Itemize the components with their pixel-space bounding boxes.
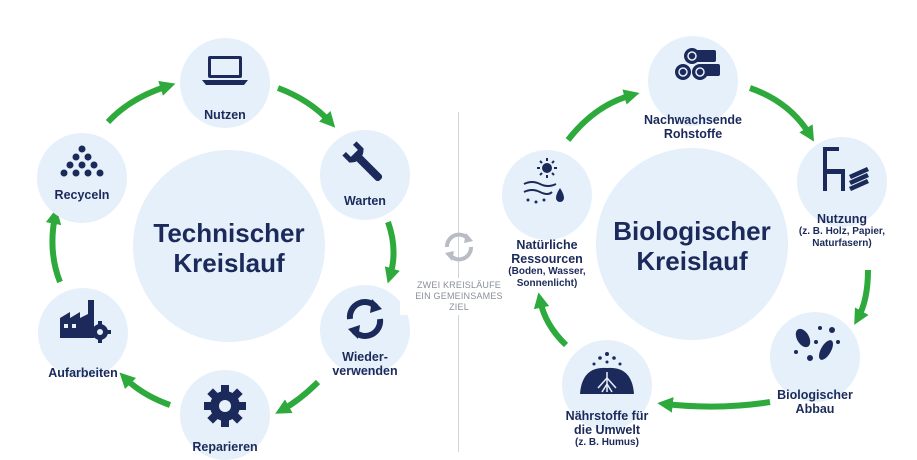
label-nutzen: Nutzen <box>180 108 270 122</box>
label-aufarbeiten-text: Aufarbeiten <box>48 366 118 380</box>
label-abbau: Biologischer Abbau <box>760 388 870 416</box>
sync-icon <box>444 232 474 262</box>
sun-water-icon <box>523 158 564 204</box>
label-naehrstoffe: Nährstoffe für die Umwelt (z. B. Humus) <box>552 409 662 449</box>
center-caption-l2: EIN GEMEINSAMES <box>415 291 503 301</box>
label-rohstoffe-l1: Nachwachsende <box>644 113 742 127</box>
arrow-wiederverwenden-reparieren <box>275 379 321 414</box>
technical-cycle-center <box>133 150 325 342</box>
label-wiederverwenden: Wieder- verwenden <box>320 350 410 378</box>
label-ressourcen-sub-l2: Sonnenlicht) <box>516 278 578 289</box>
arrow-abbau-naehrstoffe <box>657 397 771 413</box>
biological-cycle-center <box>596 148 788 340</box>
chair-books-icon <box>823 147 869 191</box>
arrow-reparieren-aufarbeiten <box>119 372 172 408</box>
node-ressourcen <box>502 150 592 240</box>
technical-title-l1: Technischer <box>153 218 305 248</box>
label-ressourcen-l1: Natürliche <box>516 238 578 252</box>
node-rohstoffe <box>648 36 738 126</box>
microbes-icon <box>794 326 840 361</box>
label-nutzung-text: Nutzung <box>817 212 867 226</box>
node-abbau <box>770 312 860 402</box>
cycle-arrows-icon <box>346 299 384 339</box>
technical-title-l2: Kreislauf <box>173 248 285 278</box>
biological-title-l2: Kreislauf <box>636 246 748 276</box>
center-caption: ZWEI KREISLÄUFE EIN GEMEINSAMES ZIEL <box>400 278 518 315</box>
biological-cycle-title: Biologischer Kreislauf <box>596 216 788 276</box>
arrow-aufarbeiten-recyceln <box>45 208 63 284</box>
label-recyceln-text: Recyceln <box>54 188 110 202</box>
arrow-warten-wiederverwenden <box>384 220 400 284</box>
node-wiederverwenden <box>320 285 410 375</box>
center-caption-l1: ZWEI KREISLÄUFE <box>416 280 501 290</box>
label-reparieren: Reparieren <box>175 440 275 454</box>
arrow-rohstoffe-nutzung <box>748 85 815 142</box>
arrow-nutzung-abbau <box>854 269 871 325</box>
laptop-icon <box>202 56 248 85</box>
label-warten: Warten <box>320 194 410 208</box>
label-rohstoffe: Nachwachsende Rohstoffe <box>628 113 758 141</box>
dots-pile-icon <box>60 145 104 177</box>
arrow-recyceln-nutzen <box>105 80 176 125</box>
technical-cycle-title: Technischer Kreislauf <box>133 218 325 278</box>
label-nutzung-sub-l2: Naturfasern) <box>812 238 872 249</box>
label-rohstoffe-l2: Rohstoffe <box>663 127 723 141</box>
node-reparieren <box>180 370 270 460</box>
label-wiederverwenden-l2: verwenden <box>332 364 398 378</box>
node-warten <box>320 130 410 220</box>
soil-roots-icon <box>580 352 634 394</box>
biological-title-l1: Biologischer <box>613 216 771 246</box>
logs-icon <box>675 48 720 80</box>
label-nutzung: Nutzung (z. B. Holz, Papier, Naturfasern… <box>787 212 897 250</box>
label-ressourcen-sub-l1: (Boden, Wasser, <box>508 266 586 277</box>
label-nutzen-text: Nutzen <box>204 108 246 122</box>
center-caption-l3: ZIEL <box>449 302 469 312</box>
label-naehrstoffe-l1: Nährstoffe für <box>565 409 649 423</box>
label-nutzung-sub-l1: (z. B. Holz, Papier, <box>798 226 886 237</box>
label-reparieren-text: Reparieren <box>192 440 258 454</box>
label-recyceln: Recyceln <box>32 188 132 202</box>
gear-icon <box>204 385 246 427</box>
arrow-nutzen-warten <box>276 85 336 128</box>
label-warten-text: Warten <box>344 194 386 208</box>
label-abbau-l1: Biologischer <box>777 388 853 402</box>
label-ressourcen: Natürliche Ressourcen (Boden, Wasser, So… <box>492 238 602 290</box>
label-ressourcen-l2: Ressourcen <box>511 252 583 266</box>
arrow-naehrstoffe-ressourcen <box>533 292 569 348</box>
label-naehrstoffe-sub: (z. B. Humus) <box>575 437 639 448</box>
label-aufarbeiten: Aufarbeiten <box>33 366 133 380</box>
wrench-icon <box>342 141 383 182</box>
label-wiederverwenden-l1: Wieder- <box>342 350 388 364</box>
node-recyceln <box>37 133 127 223</box>
node-nutzen <box>180 38 270 128</box>
factory-icon <box>60 300 111 343</box>
node-aufarbeiten <box>38 288 128 378</box>
label-naehrstoffe-l2: die Umwelt <box>574 423 640 437</box>
label-abbau-l2: Abbau <box>795 402 835 416</box>
node-naehrstoffe <box>562 340 652 430</box>
arrow-ressourcen-rohstoffe <box>565 89 640 142</box>
node-nutzung <box>797 137 887 227</box>
